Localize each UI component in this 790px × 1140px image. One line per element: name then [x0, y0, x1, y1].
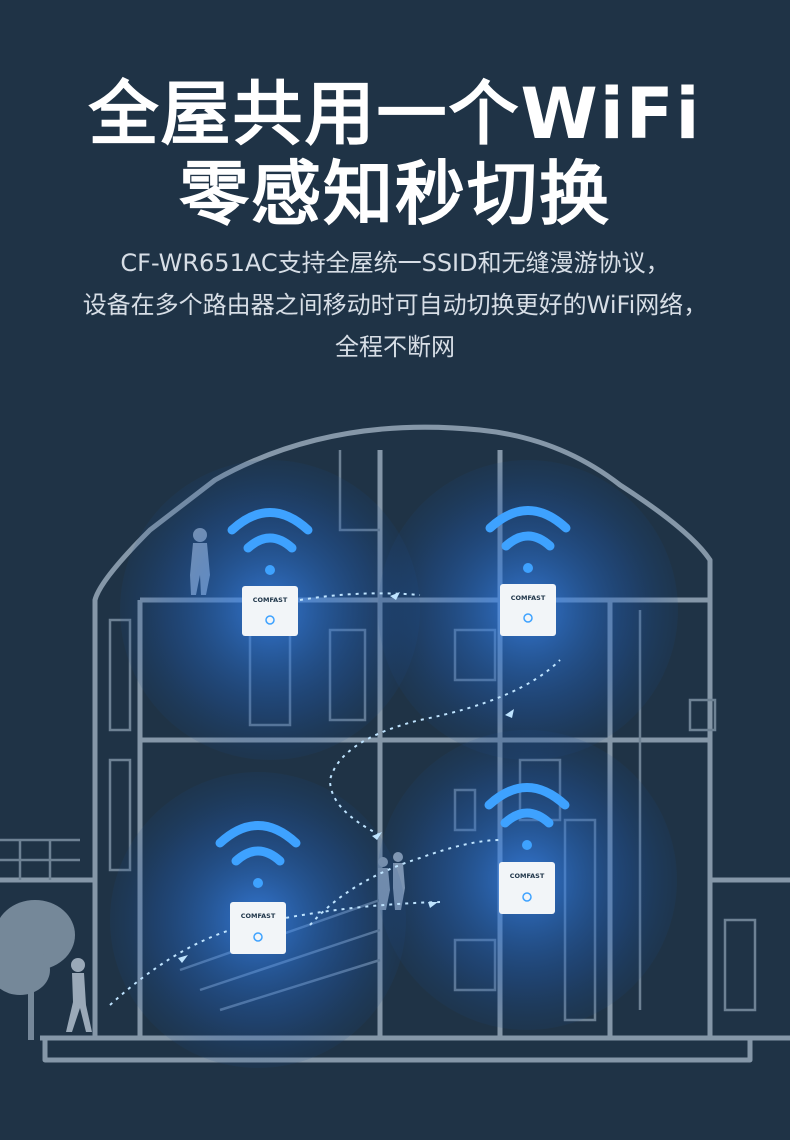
description-line-2: 设备在多个路由器之间移动时可自动切换更好的WiFi网络，	[82, 291, 708, 319]
roaming-arrows	[178, 592, 514, 963]
wifi-signal-icon	[227, 508, 313, 575]
tree	[0, 900, 75, 1040]
router-brand: COMFAST	[510, 872, 545, 880]
wifi-signal-icon	[215, 821, 301, 888]
router-3: COMFAST	[215, 821, 301, 954]
wifi-coverage	[110, 460, 678, 1068]
router-2: COMFAST	[485, 506, 571, 636]
router-brand: COMFAST	[511, 594, 546, 602]
router-1: COMFAST	[227, 508, 313, 636]
router-4: COMFAST	[484, 783, 570, 914]
headline-line-1: 全屋共用一个WiFi	[88, 73, 702, 155]
wifi-signal-icon	[484, 783, 570, 850]
roaming-path	[109, 592, 561, 1006]
description-line-1: CF-WR651AC支持全屋统一SSID和无缝漫游协议，	[120, 249, 670, 277]
router-brand: COMFAST	[241, 912, 276, 920]
person-walking	[66, 958, 92, 1032]
router-brand: COMFAST	[253, 596, 288, 604]
house-illustration: COMFAST COMFAST COMFAST COMFAST	[0, 424, 790, 1068]
description-line-3: 全程不断网	[335, 333, 455, 361]
headline-line-2: 零感知秒切换	[179, 153, 611, 235]
wifi-signal-icon	[485, 506, 571, 573]
